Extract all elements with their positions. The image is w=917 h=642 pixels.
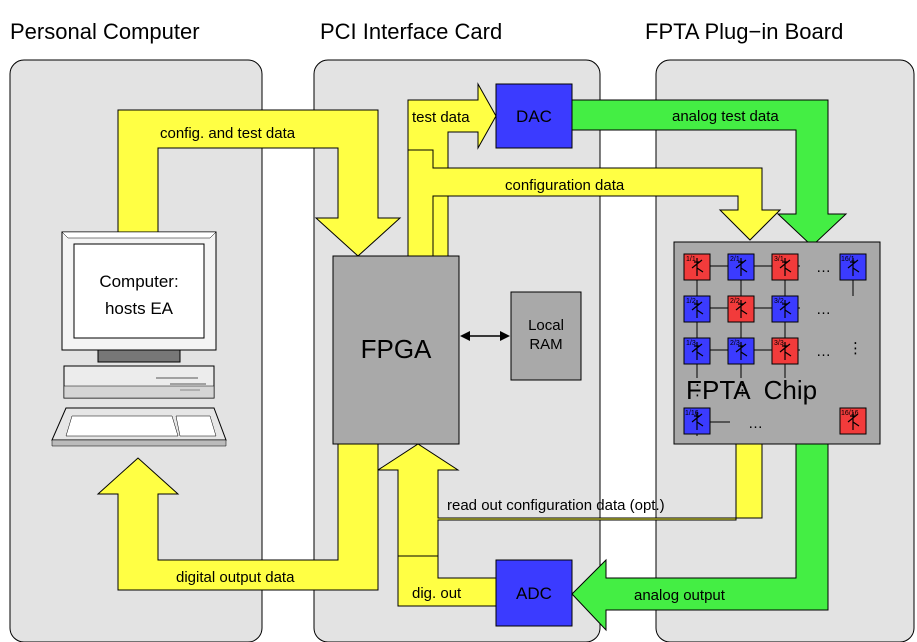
- label-test-data: test data: [412, 109, 470, 126]
- chip-label: PTA Chip: [702, 375, 817, 405]
- computer-icon: [51, 231, 227, 447]
- title-fpta-board: FPTA Plug−in Board: [645, 19, 843, 44]
- label-config-test-data: config. and test data: [160, 125, 296, 142]
- chip-ellipsis: …: [816, 301, 831, 318]
- cell-index: 16/16: [841, 410, 859, 417]
- cell-index: 16/1: [841, 256, 855, 263]
- label-digital-output-data: digital output data: [176, 569, 295, 586]
- chip-ellipsis: …: [816, 343, 831, 360]
- computer-label-line1: Computer:: [99, 272, 178, 291]
- chip-ellipsis-vertical: ⋮: [735, 382, 750, 399]
- label-dig-out: dig. out: [412, 585, 462, 602]
- arrow-readout-config: [376, 443, 763, 557]
- fpga-ram-arrowhead-right: [500, 331, 510, 341]
- label-configuration-data: configuration data: [505, 177, 625, 194]
- cell-index: 1/2: [686, 298, 696, 305]
- local-ram-block: [510, 291, 582, 381]
- cell-index: 2/2: [730, 298, 740, 305]
- cell-index: 2/3: [730, 340, 740, 347]
- adc-label: ADC: [516, 584, 552, 603]
- dac-label: DAC: [516, 107, 552, 126]
- chip-ellipsis: …: [816, 259, 831, 276]
- fpga-label: FPGA: [361, 334, 432, 364]
- arrow-config-test-data: [117, 109, 402, 257]
- label-analog-test-data: analog test data: [672, 108, 779, 125]
- adc-block: [495, 559, 573, 627]
- cell-index: 1/16: [685, 410, 699, 417]
- fpga-ram-arrowhead-left: [460, 331, 470, 341]
- ram-label-line1: Local: [528, 317, 564, 334]
- chip-ellipsis-vertical: ⋮: [690, 382, 705, 399]
- cell-index: 3/1: [774, 256, 784, 263]
- label-analog-output: analog output: [634, 587, 726, 604]
- title-personal-computer: Personal Computer: [10, 19, 200, 44]
- label-readout-config: read out configuration data (opt.): [447, 497, 665, 514]
- cell-index: 2/1: [730, 256, 740, 263]
- fpga-block: [332, 255, 460, 445]
- transistor-icons: [691, 258, 860, 430]
- cell-index: 1/1: [686, 256, 696, 263]
- chip-ellipsis: …: [748, 415, 763, 432]
- ram-label-line2: RAM: [529, 336, 562, 353]
- chip-label-prefix: F: [686, 375, 702, 405]
- cell-index: 3/2: [774, 298, 784, 305]
- dac-block: [495, 83, 573, 149]
- chip-ellipsis-vertical: ⋮: [848, 340, 863, 357]
- title-pci-interface-card: PCI Interface Card: [320, 19, 502, 44]
- computer-label-line2: hosts EA: [105, 299, 174, 318]
- arrow-analog-output: [571, 443, 829, 632]
- arrow-analog-test-data: [571, 99, 848, 247]
- cell-index: 1/3: [686, 340, 696, 347]
- cell-index: 3/3: [774, 340, 784, 347]
- arrow-digital-output: [96, 443, 379, 591]
